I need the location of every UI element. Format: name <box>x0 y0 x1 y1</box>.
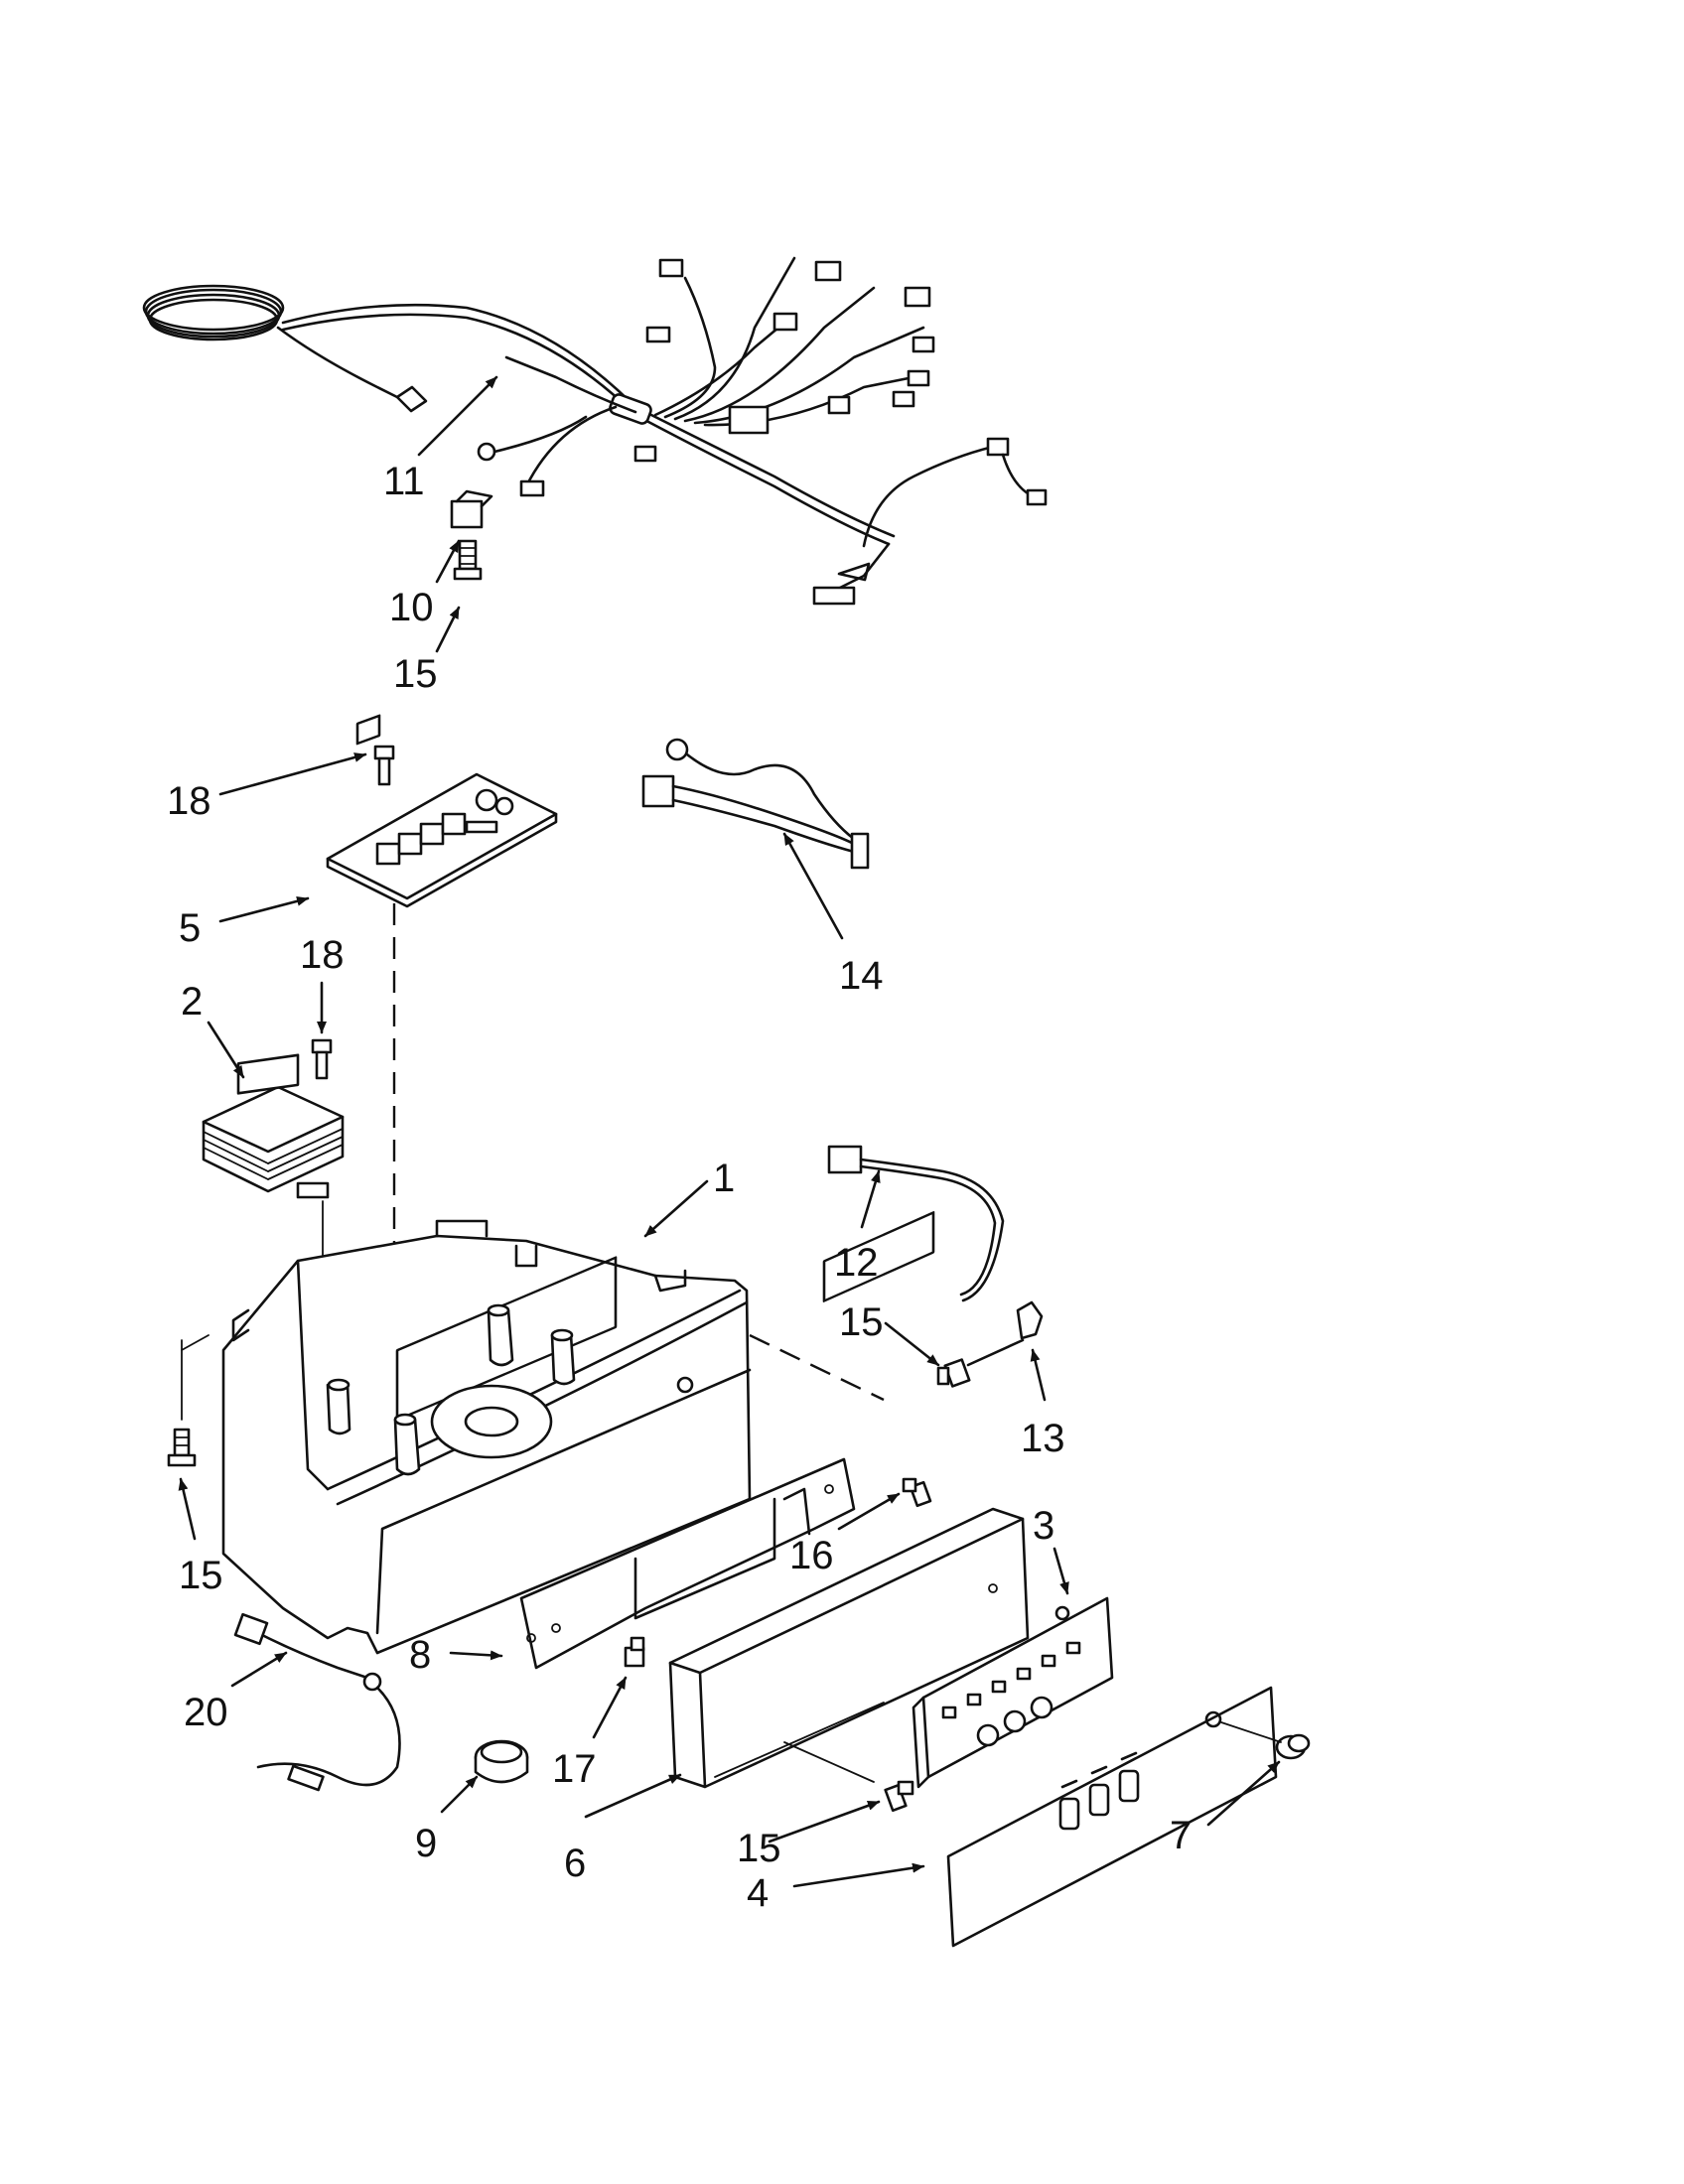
bracket-part-8 <box>519 1457 856 1670</box>
callout-16: 16 <box>789 1534 834 1577</box>
callout-9: 9 <box>415 1822 437 1865</box>
callout-18: 18 <box>167 779 211 823</box>
transformer-part-2 <box>202 1053 345 1199</box>
callout-3: 3 <box>1033 1504 1054 1548</box>
screw-part-15-right <box>936 1358 971 1388</box>
callout-7: 7 <box>1170 1814 1192 1857</box>
knob-part-7 <box>1275 1733 1311 1760</box>
callout-15: 15 <box>179 1554 223 1597</box>
alignment-line-knob <box>1220 1721 1282 1743</box>
callout-labels: 11 10 15 18 5 18 2 14 1 12 15 13 3 16 15… <box>167 460 1192 1915</box>
leader-arrows <box>178 375 1281 1888</box>
screw-part-18-transformer <box>311 1038 333 1080</box>
control-panel-part-3 <box>912 1596 1114 1789</box>
screw-part-15-left <box>167 1428 197 1467</box>
control-housing-part-1 <box>221 1219 752 1655</box>
wire-part-12 <box>827 1145 1005 1302</box>
clip-part-17 <box>624 1636 645 1668</box>
clip-part-10 <box>450 489 493 529</box>
callout-13: 13 <box>1021 1417 1065 1460</box>
ground-part-13 <box>966 1300 1044 1367</box>
callout-8: 8 <box>409 1633 431 1677</box>
alignment-line-left-b <box>181 1334 210 1351</box>
callout-20: 20 <box>184 1691 228 1734</box>
wire-harness-part-11 <box>142 256 1048 606</box>
control-board-part-5 <box>326 714 558 908</box>
callout-10: 10 <box>389 586 434 629</box>
callout-17: 17 <box>552 1747 597 1791</box>
callout-15: 15 <box>737 1827 781 1870</box>
alignment-dash-housing <box>749 1333 885 1402</box>
callout-12: 12 <box>834 1241 879 1285</box>
callout-15: 15 <box>839 1300 884 1344</box>
callout-15: 15 <box>393 652 438 696</box>
screw-part-15-top <box>453 539 483 581</box>
callout-2: 2 <box>181 980 203 1024</box>
plug-part-9 <box>474 1739 529 1784</box>
screw-part-18-board <box>373 745 395 786</box>
sensor-part-20 <box>233 1612 401 1792</box>
callout-4: 4 <box>747 1871 769 1915</box>
callout-18: 18 <box>300 933 345 977</box>
wire-harness-part-14 <box>641 738 870 870</box>
callout-1: 1 <box>713 1157 735 1200</box>
screw-part-15-cover <box>884 1780 914 1813</box>
callout-11: 11 <box>383 460 425 503</box>
callout-5: 5 <box>179 906 201 950</box>
screw-part-16 <box>902 1477 932 1508</box>
callout-6: 6 <box>564 1842 586 1885</box>
overlay-part-4 <box>946 1686 1278 1948</box>
alignment-line-cover <box>783 1741 875 1783</box>
callout-14: 14 <box>839 954 884 998</box>
